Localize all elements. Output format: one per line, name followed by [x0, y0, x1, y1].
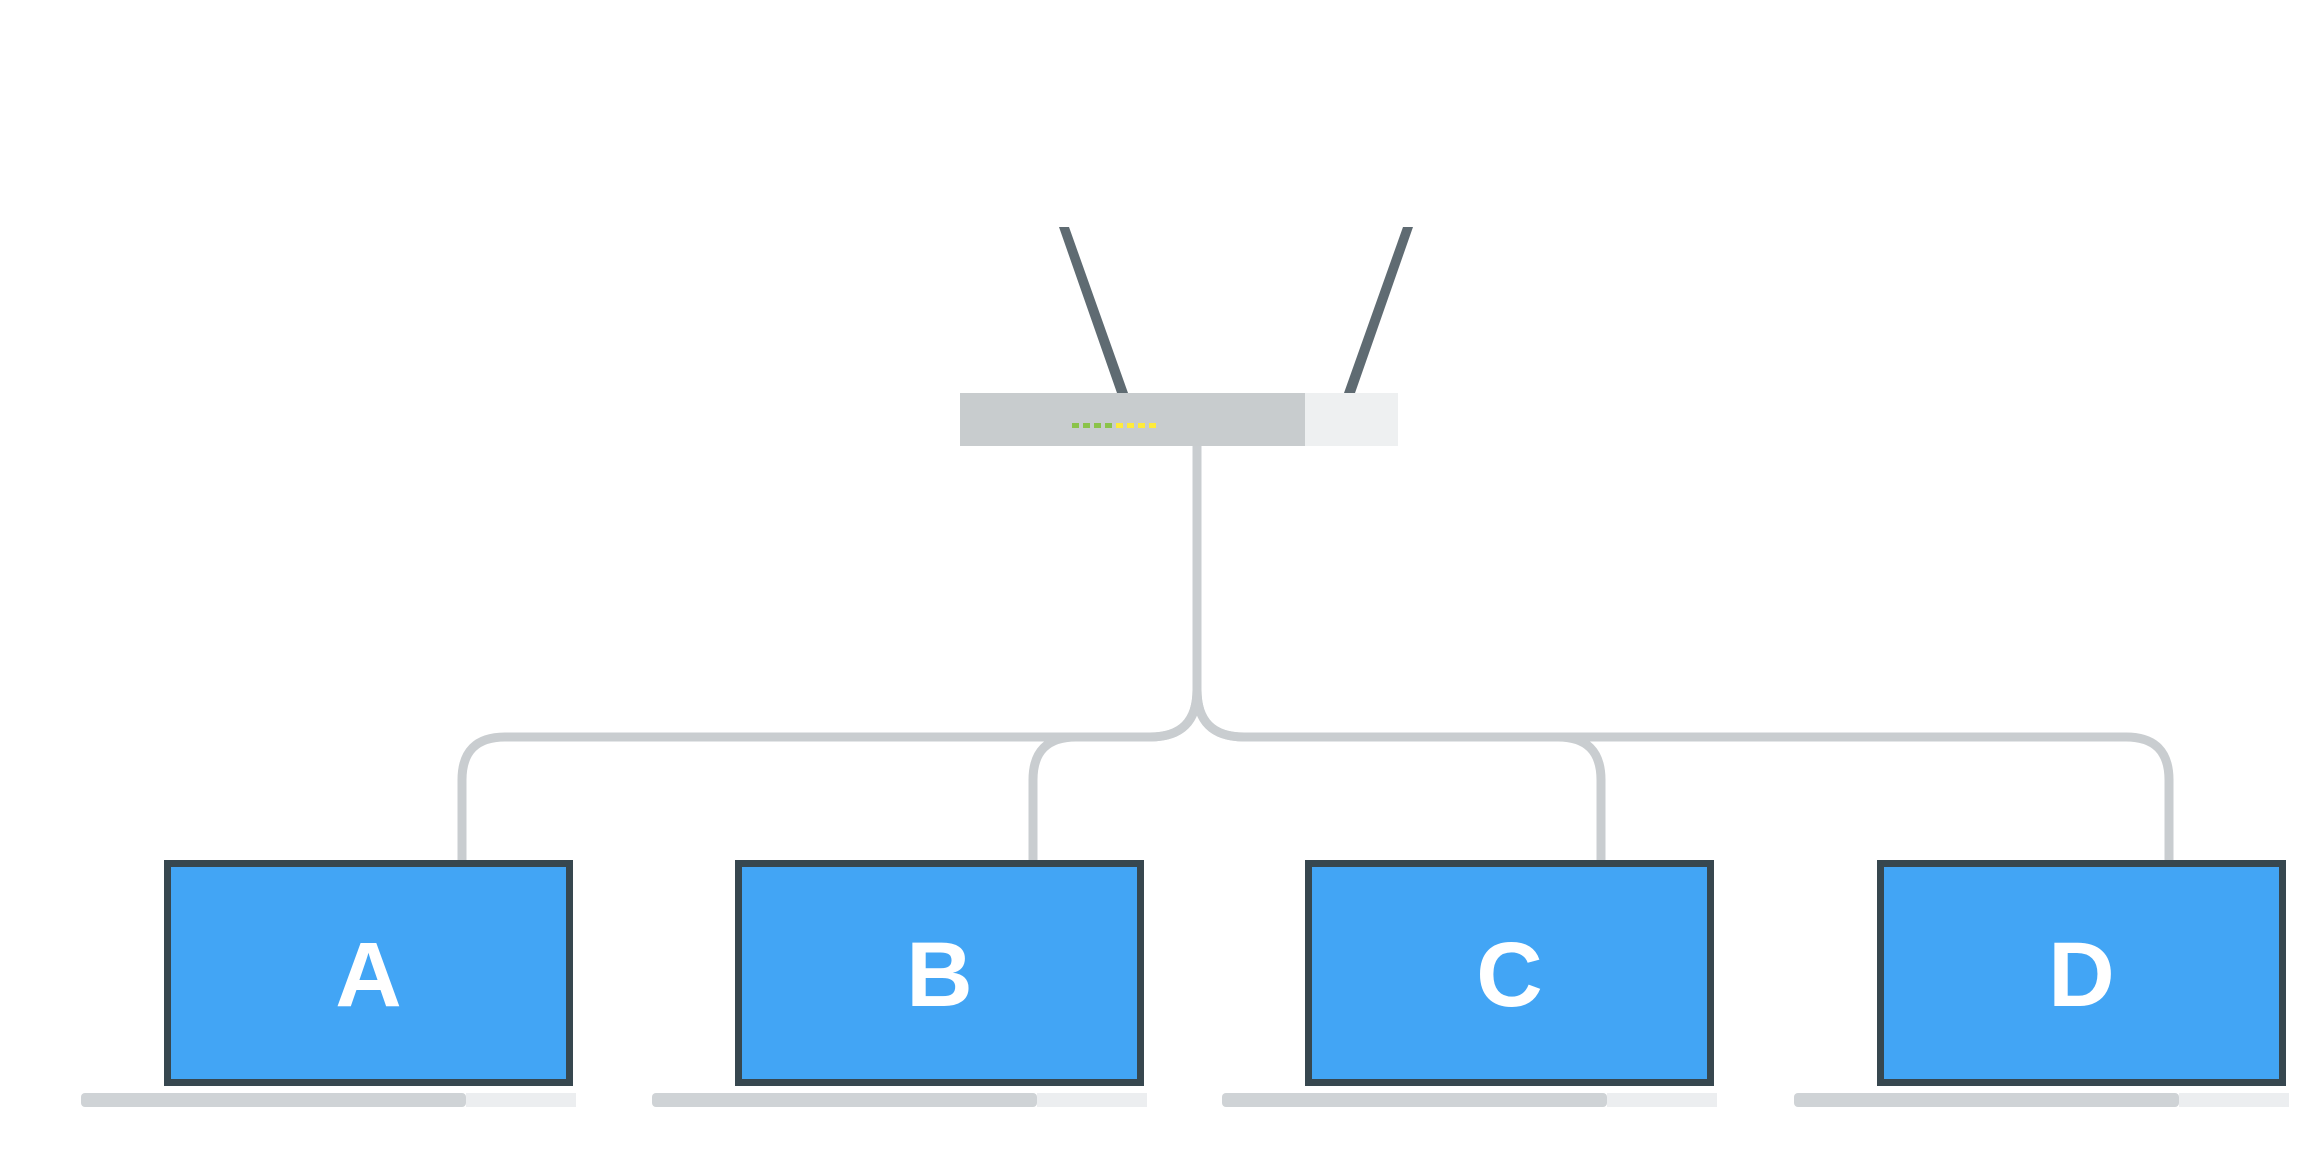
- laptop-screen: [1312, 867, 1707, 1079]
- laptop-screen: [1884, 867, 2279, 1079]
- laptop-base: [81, 1093, 466, 1107]
- laptop-base-highlight: [2179, 1093, 2289, 1107]
- router-led: [1094, 423, 1101, 428]
- router-body: [960, 393, 1305, 446]
- laptop-screen: [742, 867, 1137, 1079]
- laptops: A B C D: [81, 860, 2289, 1107]
- router-leds: [1072, 423, 1156, 428]
- laptop-b: B: [652, 860, 1147, 1107]
- router-led: [1149, 423, 1156, 428]
- laptop-label: D: [2048, 924, 2114, 1026]
- cable-to-laptop-c: [1192, 685, 1606, 865]
- laptop-base-highlight: [466, 1093, 576, 1107]
- router-led: [1105, 423, 1112, 428]
- laptop-screen: [171, 867, 566, 1079]
- laptop-base: [1794, 1093, 2179, 1107]
- cable-to-laptop-b: [1028, 685, 1202, 865]
- laptop-base-highlight: [1037, 1093, 1147, 1107]
- laptop-d: D: [1794, 860, 2289, 1107]
- router: [960, 227, 1413, 446]
- cable-to-laptop-a: [457, 685, 1202, 865]
- laptop-base: [652, 1093, 1037, 1107]
- router-led: [1127, 423, 1134, 428]
- laptop-c: C: [1222, 860, 1717, 1107]
- antenna-right-icon: [1344, 227, 1413, 393]
- laptop-base-highlight: [1607, 1093, 1717, 1107]
- laptop-label: B: [906, 924, 972, 1026]
- router-led: [1072, 423, 1079, 428]
- laptop-base: [1222, 1093, 1607, 1107]
- router-led: [1083, 423, 1090, 428]
- laptop-label: C: [1476, 924, 1542, 1026]
- router-led: [1138, 423, 1145, 428]
- router-led: [1116, 423, 1123, 428]
- laptop-a: A: [81, 860, 576, 1107]
- cable-group: [457, 439, 2174, 865]
- cable-to-laptop-d: [1192, 685, 2174, 865]
- router-body-highlight: [1305, 393, 1398, 446]
- antenna-left-icon: [1059, 227, 1128, 393]
- laptop-label: A: [335, 924, 401, 1026]
